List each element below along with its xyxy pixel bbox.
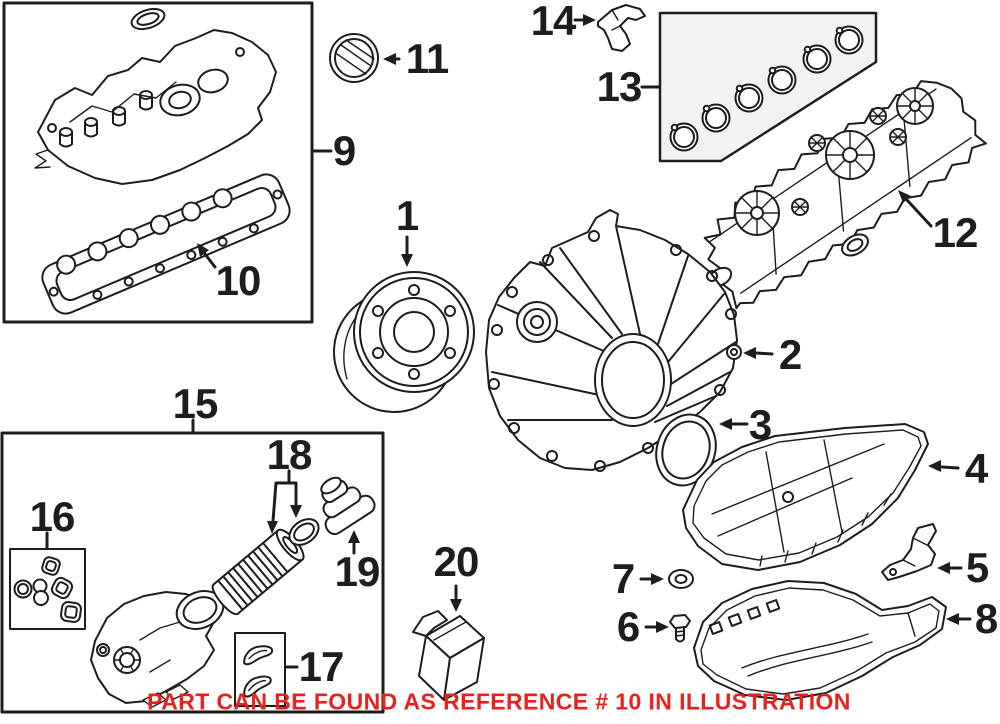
part-9-valve-cover (34, 29, 277, 185)
callout-20: 20 (433, 538, 480, 585)
callout-4: 4 (964, 445, 988, 492)
callout-arrow-5 (937, 562, 963, 574)
callout-12: 12 (932, 209, 979, 256)
part-10-valve-cover-gasket (41, 173, 291, 315)
callout-arrow-19 (348, 530, 360, 555)
part-6-drain-plug (669, 614, 691, 643)
part-9-group-box (2, 1, 314, 324)
callout-arrow-4 (928, 460, 960, 472)
callout-arrow-20 (450, 584, 462, 612)
callout-arrow-2 (743, 347, 774, 359)
part-18-filter-element (211, 528, 305, 615)
callout-arrow-12 (898, 190, 933, 228)
callout-5: 5 (965, 544, 989, 591)
callout-16: 16 (29, 493, 76, 540)
callout-13: 13 (596, 63, 643, 110)
part-3-seal (655, 413, 717, 487)
callout-arrow-7 (639, 573, 664, 585)
part-12-valve-cover (703, 80, 987, 310)
part-19-filter-cap (320, 476, 376, 536)
callout-19: 19 (334, 548, 381, 595)
part-2-timing-cover (485, 209, 742, 472)
callout-arrow-6 (644, 621, 669, 633)
part-1-pulley (333, 271, 475, 413)
callout-arrow-10 (197, 243, 217, 269)
callout-2: 2 (778, 331, 802, 378)
part-8-oil-pan-lower (693, 580, 947, 701)
callout-15: 15 (172, 380, 219, 427)
callout-1: 1 (395, 192, 419, 239)
callout-14: 14 (530, 0, 577, 44)
callout-11: 11 (405, 35, 449, 82)
callout-8: 8 (974, 595, 998, 642)
part-7-washer (668, 569, 694, 589)
part-9-oval-seal (130, 7, 166, 31)
callout-6: 6 (616, 603, 640, 650)
callout-arrows (45, 14, 972, 669)
callout-arrow-14 (573, 14, 596, 26)
part-18-o-ring (288, 518, 320, 546)
callout-10: 10 (215, 257, 262, 304)
reference-caption: PART CAN BE FOUND AS REFERENCE # 10 IN I… (147, 688, 851, 715)
callout-17: 17 (298, 643, 345, 690)
callout-9: 9 (332, 127, 356, 174)
part-17-clip-kit (234, 632, 286, 707)
part-16-seal-kit (9, 548, 86, 630)
part-14-sensor (597, 4, 646, 52)
part-13-seal-kit (658, 11, 878, 163)
part-11-oil-filler-cap (329, 33, 379, 83)
callout-arrow-11 (383, 53, 401, 65)
callout-7: 7 (611, 555, 635, 602)
part-5-sensor (881, 523, 937, 581)
part-15-filter-housing (90, 590, 225, 708)
callout-arrow-8 (946, 613, 972, 625)
callout-3: 3 (748, 401, 772, 448)
callout-arrow-18 (267, 469, 302, 534)
part-20-bracket (412, 610, 485, 701)
part-4-oil-pan-upper (682, 423, 929, 571)
callout-18: 18 (266, 431, 313, 478)
callout-arrow-3 (719, 418, 749, 430)
callout-arrow-1 (401, 235, 413, 267)
